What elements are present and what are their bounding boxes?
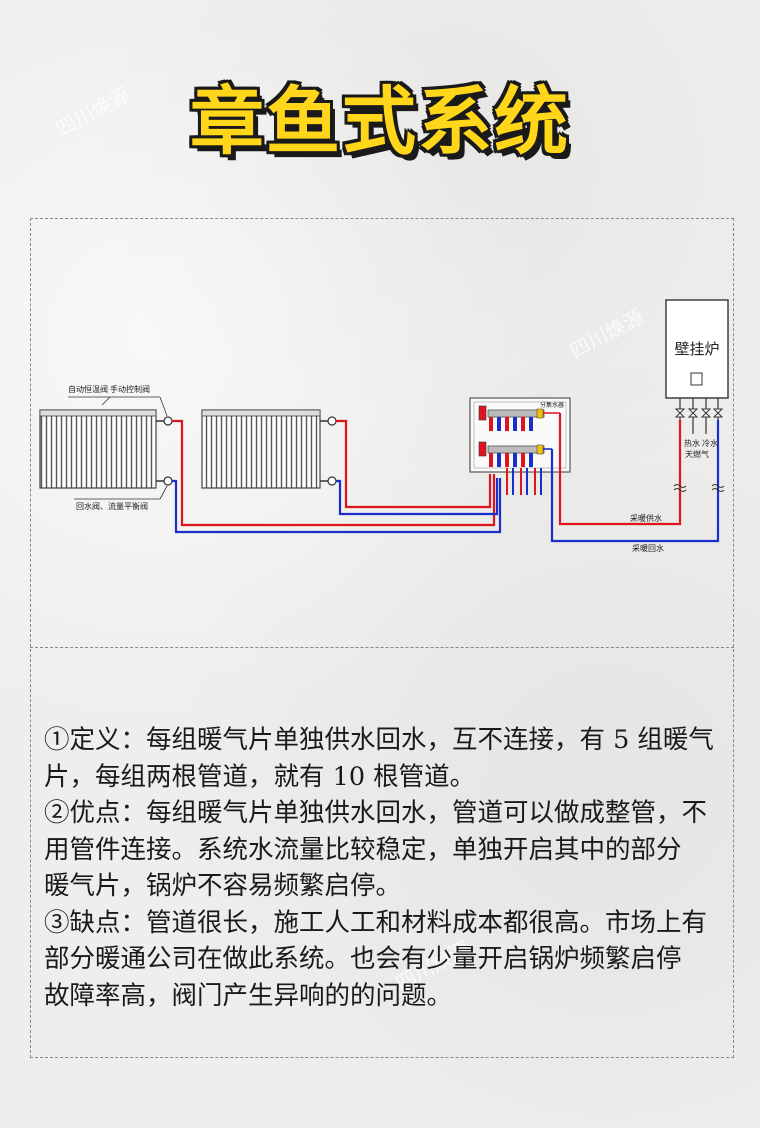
disadvantages-line: 故障率高，阀门产生异响的的问题。 (44, 980, 453, 1011)
boiler-label: 壁挂炉 (674, 340, 719, 358)
main-supply-pipe (558, 413, 682, 526)
advantages-line: 暖气片，锅炉不容易频繁启停。 (44, 871, 402, 901)
advantages-line: ②优点：每组暖气片单独供水回水，管道可以做成整管，不 (44, 798, 708, 828)
thermostatic-valve-icon (163, 416, 173, 426)
wall-boiler: 壁挂炉 (665, 299, 729, 399)
return-valve-label: 回水阀、流量平衡阀 (76, 501, 148, 511)
supply-label: 采暖供水 (630, 513, 662, 523)
return-pipe-radiator-2 (336, 478, 499, 516)
disadvantages-item: ③缺点：管道很长，施工人工和材料成本都很高。市场上有 部分暖通公司在做此系统。也… (44, 905, 724, 1015)
page-title: 章鱼式系统 (190, 79, 570, 165)
main-return-pipe (550, 420, 720, 543)
supply-pipe-radiator-1 (172, 419, 496, 527)
description-list: ①定义：每组暖气片单独供水回水，互不连接，有 5 组暖气 片，每组两根管道，就有… (44, 722, 724, 1014)
supply-pipe-radiator-2 (336, 419, 492, 509)
return-pipe-radiator-1 (172, 478, 502, 534)
return-valve-icon (327, 476, 337, 486)
return-valve-icon (163, 476, 173, 486)
manifold-box: 分集水器 (469, 397, 571, 473)
definition-line: 片，每组两根管道，就有 10 根管道。 (44, 761, 476, 792)
manual-valve-label: 手动控制阀 (110, 384, 150, 394)
radiator-2 (201, 409, 321, 489)
section-divider (30, 647, 734, 648)
thermostatic-valve-icon (327, 416, 337, 426)
cold-water-label: 冷水 (702, 438, 718, 448)
boiler-display-icon (690, 372, 703, 386)
definition-line: ①定义：每组暖气片单独供水回水，互不连接，有 5 组暖气 (44, 725, 714, 755)
radiator-1 (39, 409, 157, 489)
disadvantages-line: ③缺点：管道很长，施工人工和材料成本都很高。市场上有 (44, 907, 708, 938)
advantages-item: ②优点：每组暖气片单独供水回水，管道可以做成整管，不 用管件连接。系统水流量比较… (44, 795, 724, 905)
content-frame (30, 218, 734, 1058)
disadvantages-line: 部分暖通公司在做此系统。也会有少量开启锅炉频繁启停 (44, 944, 682, 974)
definition-item: ①定义：每组暖气片单独供水回水，互不连接，有 5 组暖气 片，每组两根管道，就有… (44, 722, 724, 795)
boiler-valve-icons (674, 408, 724, 418)
hot-water-label: 热水 (684, 438, 700, 448)
gas-label: 天燃气 (685, 449, 709, 459)
manifold-label: 分集水器 (540, 401, 564, 409)
return-label: 采暖回水 (632, 543, 664, 553)
advantages-line: 用管件连接。系统水流量比较稳定，单独开启其中的部分 (44, 834, 682, 865)
auto-valve-label: 自动恒温阀 (68, 384, 108, 394)
